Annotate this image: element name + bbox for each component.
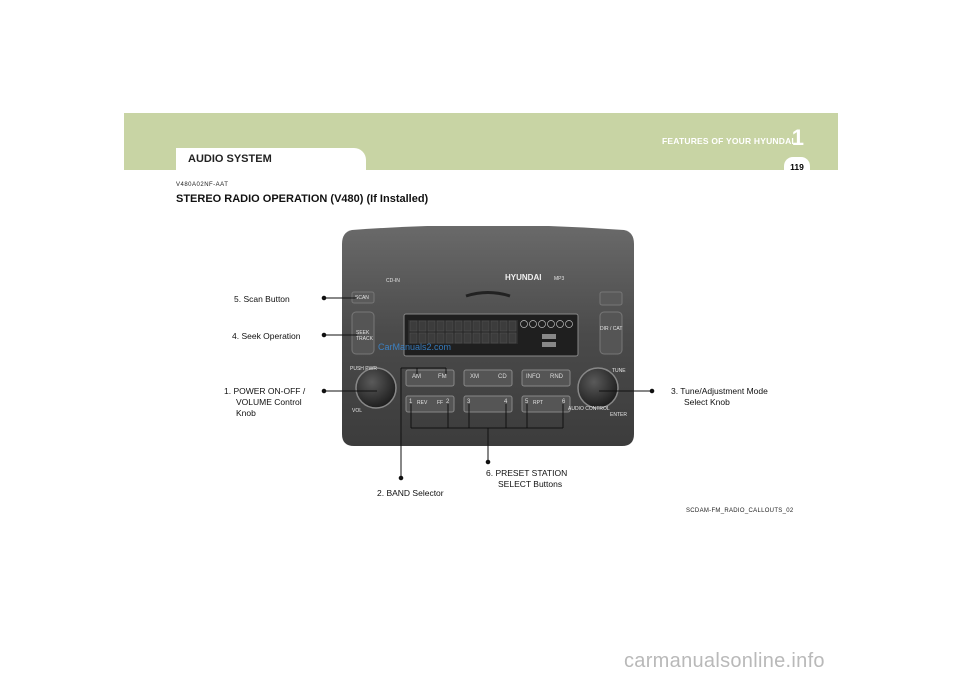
radio-unit: HYUNDAI MP3 CD-IN SCAN SEEK TRACK DIR / …: [342, 226, 634, 448]
callout-tune-line2: Select Knob: [684, 397, 730, 407]
rnd-button[interactable]: RND: [550, 374, 563, 380]
chapter-number: 1: [791, 125, 804, 150]
site-watermark: carmanualsonline.info: [624, 650, 825, 672]
callout-tune-line1: 3. Tune/Adjustment Mode: [671, 386, 768, 396]
callout-band: 2. BAND Selector: [377, 488, 444, 498]
callout-preset-line2: SELECT Buttons: [498, 479, 563, 489]
scan-button[interactable]: SCAN: [355, 295, 369, 301]
cd-button[interactable]: CD: [498, 374, 507, 380]
preset-4-button[interactable]: 4: [504, 399, 508, 405]
section-tab: AUDIO SYSTEM: [176, 148, 366, 170]
callout-preset-line1: 6. PRESET STATION: [486, 468, 568, 478]
seek-button[interactable]: SEEK: [356, 330, 370, 336]
header-bar: 1 FEATURES OF YOUR HYUNDAI 119 AUDIO SYS…: [124, 113, 838, 175]
cd-in-label: CD-IN: [386, 278, 400, 284]
audio-control-label: AUDIO CONTROL: [568, 406, 610, 412]
preset-6-button[interactable]: 6: [562, 399, 566, 405]
dir-cat-button[interactable]: DIR / CAT: [600, 326, 623, 332]
am-button[interactable]: AM: [412, 374, 421, 380]
figure-code: SCDAM-FM_RADIO_CALLOUTS_02: [686, 508, 794, 514]
tune-label: TUNE: [612, 368, 626, 374]
callout-power-line2: VOLUME Control: [236, 397, 302, 407]
preset-5-button[interactable]: 5: [525, 399, 529, 405]
doc-code: V480A02NF-AAT: [176, 182, 229, 188]
doc-heading: STEREO RADIO OPERATION (V480) (If Instal…: [176, 193, 429, 205]
mp3-label: MP3: [554, 276, 565, 282]
push-pwr-label: PUSH PWR: [350, 366, 377, 372]
radio-faceplate-graphic: [342, 226, 634, 446]
callout-scan: 5. Scan Button: [234, 294, 290, 304]
vol-label: VOL: [352, 408, 363, 414]
chapter-title: FEATURES OF YOUR HYUNDAI: [662, 136, 794, 146]
brand-label: HYUNDAI: [505, 273, 542, 282]
callout-seek: 4. Seek Operation: [232, 331, 301, 341]
rev-label: REV: [417, 400, 428, 406]
page-number: 119: [784, 157, 810, 175]
track-label: TRACK: [356, 336, 373, 342]
enter-label: ENTER: [610, 412, 627, 418]
watermark: CarManuals2.com: [378, 342, 452, 352]
callout-power-line3: Knob: [236, 408, 256, 418]
ff-label: FF: [437, 400, 444, 406]
info-button[interactable]: INFO: [526, 374, 541, 380]
preset-3-button[interactable]: 3: [467, 399, 471, 405]
rpt-label: RPT: [533, 400, 543, 406]
callout-power-line1: 1. POWER ON-OFF /: [224, 386, 306, 396]
section-title: AUDIO SYSTEM: [188, 153, 272, 165]
xm-button[interactable]: XM: [470, 374, 479, 380]
preset-1-button[interactable]: 1: [409, 399, 413, 405]
fm-button[interactable]: FM: [438, 374, 447, 380]
preset-2-button[interactable]: 2: [446, 399, 450, 405]
